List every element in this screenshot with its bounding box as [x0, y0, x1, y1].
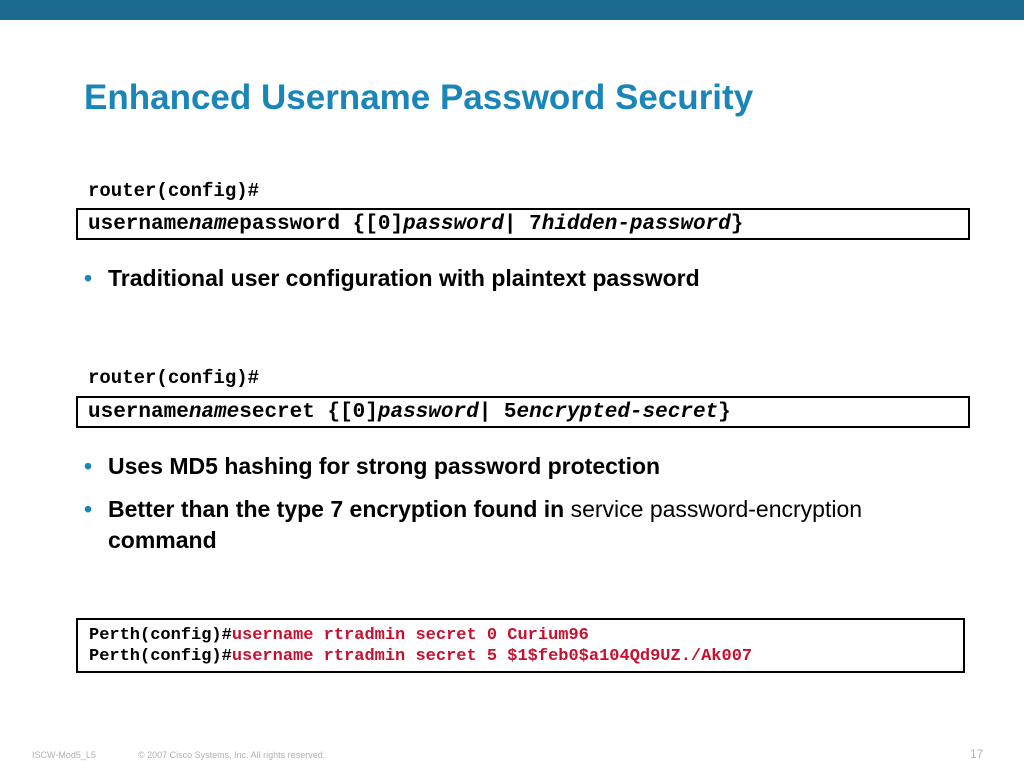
example-command: username rtradmin secret 5 $1$feb0$a104Q…	[231, 647, 753, 666]
syntax-param: name	[188, 212, 240, 236]
bullet-item: • Better than the type 7 encryption foun…	[82, 494, 938, 556]
syntax-param: encrypted-secret	[516, 400, 719, 424]
syntax-param: password	[403, 212, 504, 236]
page-number: 17	[970, 747, 984, 761]
footer-course-id: ISCW-Mod5_L5	[32, 750, 96, 760]
config-prompt-2: router(config)#	[88, 367, 260, 389]
syntax-part: password {[0]	[239, 212, 404, 236]
bullet-list-2: • Uses MD5 hashing for strong password p…	[82, 451, 938, 568]
syntax-part: username	[88, 212, 189, 236]
example-command: username rtradmin secret 0 Curium96	[231, 626, 589, 645]
bullet-text: Traditional user configuration with plai…	[108, 265, 700, 291]
bullet-dot-icon: •	[84, 265, 93, 291]
example-prompt: Perth(config)#	[89, 626, 232, 645]
bullet-text: Better than the type 7 encryption found …	[108, 496, 571, 522]
bullet-item: • Traditional user configuration with pl…	[82, 263, 938, 294]
bullet-text: command	[108, 527, 217, 553]
slide-title: Enhanced Username Password Security	[84, 78, 754, 117]
top-accent-bar	[0, 0, 1024, 20]
syntax-part: secret {[0]	[239, 400, 378, 424]
example-config-box: Perth(config)#username rtradmin secret 0…	[76, 618, 965, 673]
syntax-box-secret: username name secret {[0] password | 5 e…	[76, 396, 970, 428]
bullet-dot-icon: •	[84, 496, 93, 522]
bullet-command-name: service password-encryption	[570, 496, 863, 522]
bullet-item: • Uses MD5 hashing for strong password p…	[82, 451, 938, 482]
syntax-part: username	[88, 400, 189, 424]
syntax-part: }	[730, 212, 744, 236]
config-prompt-1: router(config)#	[88, 180, 260, 202]
syntax-box-password: username name password {[0] password | 7…	[76, 208, 970, 240]
bullet-dot-icon: •	[84, 453, 93, 479]
syntax-param: password	[377, 400, 479, 424]
syntax-part: | 7	[503, 212, 542, 236]
example-prompt: Perth(config)#	[89, 647, 232, 666]
example-line: Perth(config)#username rtradmin secret 5…	[89, 646, 963, 667]
bullet-text: Uses MD5 hashing for strong password pro…	[108, 453, 661, 479]
example-line: Perth(config)#username rtradmin secret 0…	[89, 625, 963, 646]
syntax-param: name	[188, 400, 240, 424]
syntax-part: }	[718, 400, 731, 424]
syntax-param: hidden-password	[541, 212, 731, 236]
bullet-list-1: • Traditional user configuration with pl…	[82, 263, 938, 306]
footer-copyright: © 2007 Cisco Systems, Inc. All rights re…	[138, 750, 326, 760]
syntax-part: | 5	[478, 400, 517, 424]
